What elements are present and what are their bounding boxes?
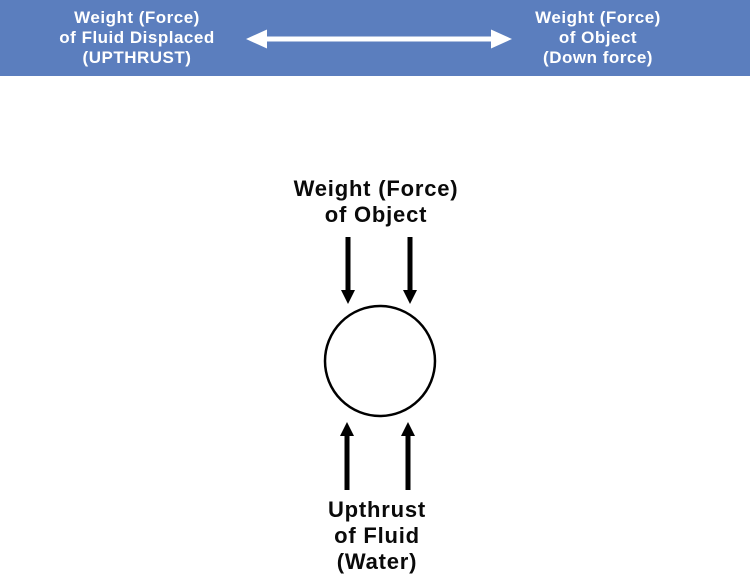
object-weight-side-label-line1: Weight (Force) — [535, 8, 661, 27]
object-weight-side-label-line2: of Object — [558, 28, 638, 47]
down-arrow-icon — [403, 237, 417, 304]
down-arrow-icon — [341, 237, 355, 304]
upthrust-label: Upthrust of Fluid (Water) — [227, 497, 527, 575]
upthrust-side-label-line1: Weight (Force) — [74, 8, 200, 27]
equality-banner: Weight (Force) of Fluid Displaced (UPTHR… — [0, 0, 750, 76]
up-arrow-icon — [401, 422, 415, 490]
upthrust-label-line1: Upthrust — [327, 497, 427, 522]
upthrust-label-line2: of Fluid — [334, 523, 420, 548]
object-weight-label: Weight (Force) of Object — [226, 176, 526, 228]
up-arrow-icon — [340, 422, 354, 490]
upthrust-side-label-line3: (UPTHRUST) — [82, 48, 192, 67]
object-circle — [323, 304, 437, 418]
upthrust-label-line3: (Water) — [336, 549, 418, 574]
double-headed-arrow-icon — [246, 29, 512, 49]
upthrust-side-label-line2: of Fluid Displaced — [59, 28, 215, 47]
object-weight-label-line2: of Object — [324, 202, 428, 227]
upthrust-side-label: Weight (Force) of Fluid Displaced (UPTHR… — [12, 8, 262, 68]
object-weight-side-label-line3: (Down force) — [543, 48, 653, 67]
object-weight-label-line1: Weight (Force) — [293, 176, 459, 201]
object-weight-side-label: Weight (Force) of Object (Down force) — [473, 8, 723, 68]
